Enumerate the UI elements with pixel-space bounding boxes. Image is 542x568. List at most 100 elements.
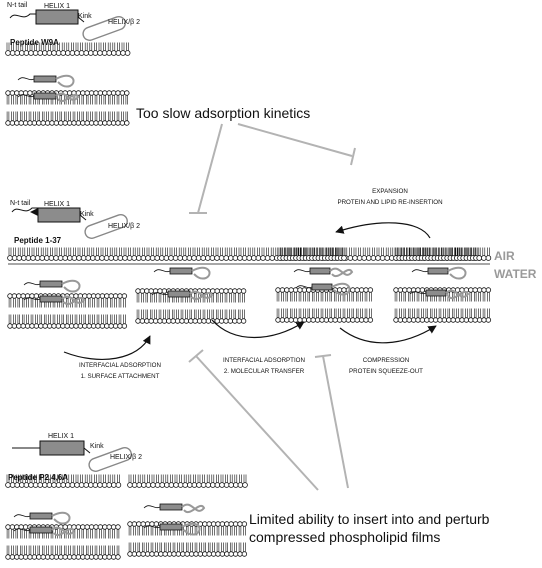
lipid-head [297,317,303,323]
n-tail [143,525,161,529]
lipid-head [168,255,174,261]
n-tail [293,269,311,273]
lipid-head [279,317,286,323]
compression-caption-line2: PROTEIN SQUEEZE-OUT [349,368,423,375]
lipid-head [126,255,133,261]
n-tail [13,514,31,518]
lipid-head [33,293,40,299]
lipid-head [11,323,18,329]
helix1-box [37,207,81,223]
lipid-head [55,323,62,329]
lipid-head [306,317,312,323]
n-tail [23,297,41,301]
lipid-head [120,50,126,56]
lipid-head [60,323,66,329]
hairpin-loop [61,295,86,305]
lipid-head [192,318,198,324]
lipid-head [111,50,117,56]
lipid-head [301,317,308,323]
lipid-head [131,521,138,527]
lipid-head [53,120,60,126]
lipid-head [237,255,243,261]
lipid-head [463,317,470,323]
lipid-head [27,554,33,560]
lipid-head [323,317,330,323]
lipid-head [14,120,20,126]
lipid-head [5,482,11,488]
lipid-head [117,323,123,329]
lipid-head [131,482,138,488]
helix1-box [35,9,79,25]
expansion-caption-line1: EXPANSION [372,188,408,195]
lipid-head [131,551,138,557]
lipid-head [65,50,71,56]
lipid-head [341,317,347,323]
lipid-head [219,551,226,557]
lipid-head [232,318,238,324]
lipid-head [236,318,242,324]
lipid-head [38,323,44,329]
lipid-head [476,255,483,261]
lipid-head [218,318,225,324]
slow-kinetics-inhibitor-2 [237,123,353,157]
lipid-head [28,50,34,56]
p246a-helix2-label: HELIX/β 2 [110,454,142,461]
helix-box [39,280,63,288]
lipid-head [166,318,172,324]
peptide-w9a-schematic: N-t tail HELIX 1 Kink HELIX/β 2 Peptide … [7,2,140,47]
lipid-head [99,293,106,299]
lipid-head [95,323,101,329]
adsorption2-caption-line1: INTERFACIAL ADSORPTION [223,357,305,364]
lipid-head [200,482,207,488]
lipid-head [345,317,352,323]
w9a-monolayer [5,42,131,56]
lipid-head [206,521,212,527]
lipid-head [200,255,207,261]
lipid-head [240,318,247,324]
panel1-peptide-lower [23,295,86,305]
lipid-head [367,317,374,323]
lipid-head [269,255,276,261]
kink-line [77,16,85,23]
lipid-head [108,293,114,299]
lipid-head [319,317,325,323]
lipid-head [62,120,68,126]
bilayer-tails [128,526,246,552]
limited-note-line1: Limited ability to insert into and pertu… [249,511,490,527]
lipid-head [124,90,130,96]
lipid-head [51,323,57,329]
lipid-head [9,482,16,488]
lipid-tails [394,247,481,256]
lipid-head [140,551,146,557]
lipid-head [80,255,87,261]
lipid-head [111,482,117,488]
lipid-head [53,255,59,261]
lipid-head [136,255,142,261]
lipid-head [121,293,128,299]
lipid-head [197,551,204,557]
lipid-head [202,551,208,557]
lipid-head [175,551,182,557]
lipid-head [228,551,234,557]
lipid-head [336,317,343,323]
lipid-head [228,255,234,261]
lipid-head [16,293,22,299]
lipid-head [20,255,27,261]
lipid-head [297,287,303,293]
lipid-head [86,323,92,329]
n-tail [409,291,427,295]
compression-caption-line1: COMPRESSION [363,357,409,364]
lipid-head [74,482,80,488]
lipid-head [25,255,32,261]
lipid-head [332,317,338,323]
helix2-capsule [82,15,126,41]
lipid-head [150,482,156,488]
lipid-head [5,50,11,56]
lipid-head [468,317,474,323]
lipid-head [240,288,247,294]
lipid-head [232,288,238,294]
lipid-head [66,120,73,126]
lipid-head [186,255,193,261]
lipid-head [62,554,68,560]
lipid-head [275,317,281,323]
